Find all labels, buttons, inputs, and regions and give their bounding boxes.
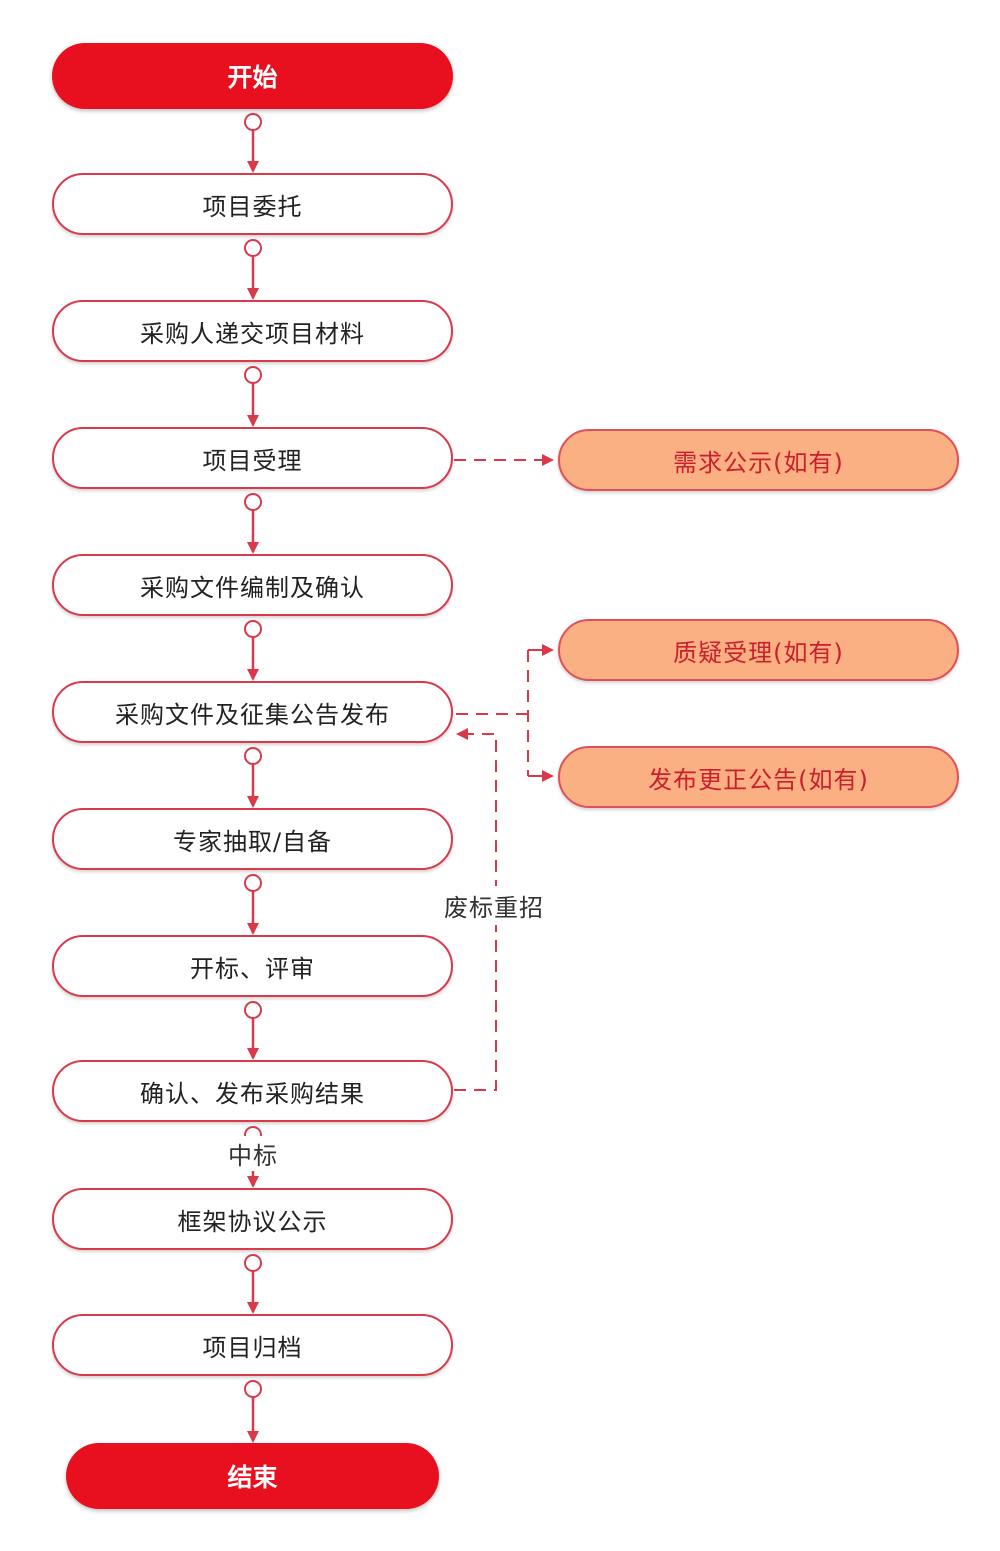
side-demand-notice: 需求公示(如有) <box>558 429 959 491</box>
step-confirm-publish-result: 确认、发布采购结果 <box>52 1060 453 1122</box>
step-prepare-documents: 采购文件编制及确认 <box>52 554 453 616</box>
step-project-acceptance: 项目受理 <box>52 427 453 489</box>
connector-ring <box>244 1254 262 1272</box>
connector-ring <box>244 493 262 511</box>
connector-ring <box>244 1380 262 1398</box>
won-bid-label: 中标 <box>227 1136 279 1171</box>
step-expert-selection: 专家抽取/自备 <box>52 808 453 870</box>
connector-ring <box>244 874 262 892</box>
connector-ring <box>244 620 262 638</box>
step-project-entrust: 项目委托 <box>52 173 453 235</box>
main-flow-edges <box>244 113 262 1443</box>
step-bid-opening-review: 开标、评审 <box>52 935 453 997</box>
rebid-label: 废标重招 <box>443 886 545 925</box>
start-node: 开始 <box>52 43 453 109</box>
connector-ring <box>244 113 262 131</box>
connector-ring <box>244 366 262 384</box>
step-submit-materials: 采购人递交项目材料 <box>52 300 453 362</box>
connector-ring <box>244 747 262 765</box>
step-framework-agreement-notice: 框架协议公示 <box>52 1188 453 1250</box>
side-query-handling: 质疑受理(如有) <box>558 619 959 681</box>
side-flow-edges <box>454 454 554 1091</box>
step-publish-announcement: 采购文件及征集公告发布 <box>52 681 453 743</box>
connector-ring <box>244 239 262 257</box>
step-project-archive: 项目归档 <box>52 1314 453 1376</box>
end-node: 结束 <box>66 1443 439 1509</box>
connector-ring <box>244 1001 262 1019</box>
side-correction-notice: 发布更正公告(如有) <box>558 746 959 808</box>
